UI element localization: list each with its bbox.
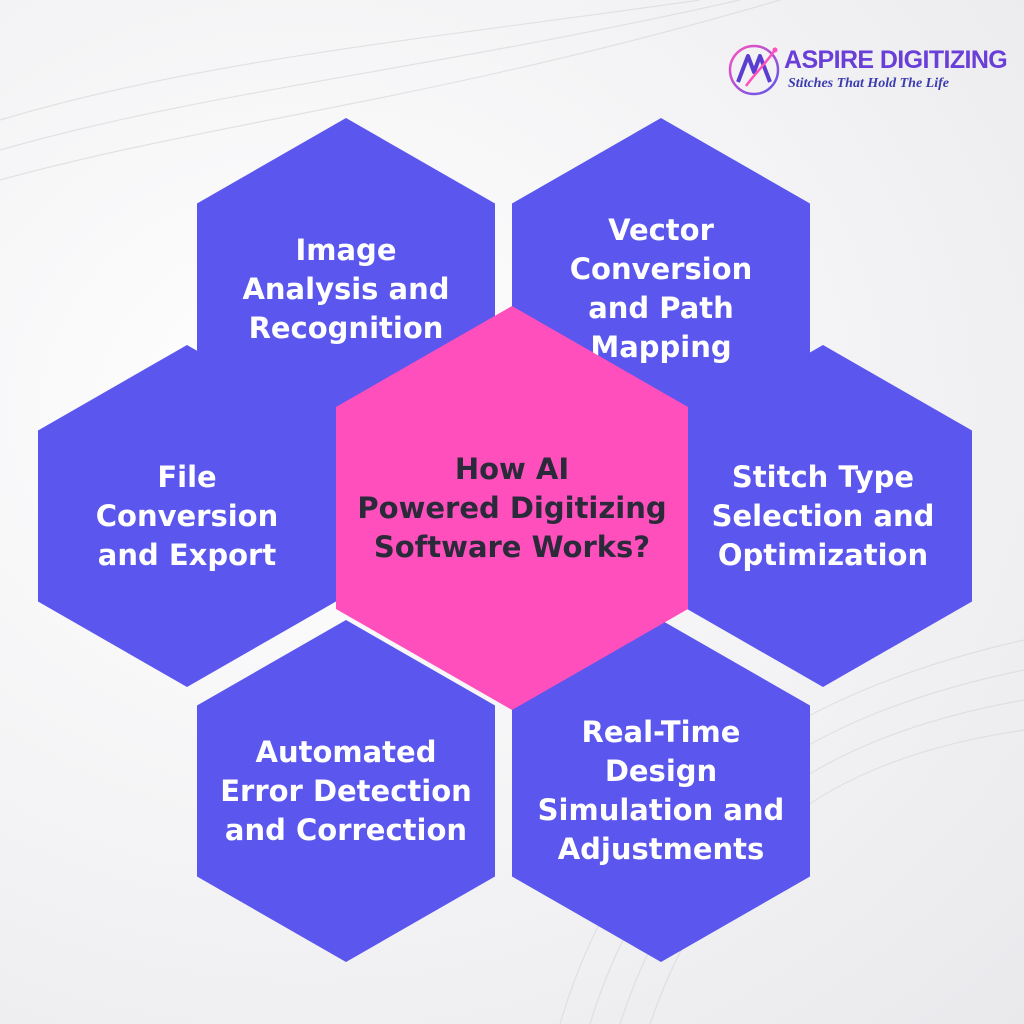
- step-label: Stitch Type Selection and Optimization: [711, 459, 935, 572]
- brand-logo: ASPIRE DIGITIZING Stitches That Hold The…: [726, 40, 1008, 100]
- step-hexagon-real-time-simulation: Real-Time Design Simulation and Adjustme…: [512, 620, 810, 962]
- needle-thread-logo-icon: [728, 44, 780, 96]
- brand-name: ASPIRE DIGITIZING: [784, 46, 1008, 74]
- step-label: Real-Time Design Simulation and Adjustme…: [537, 715, 785, 866]
- center-title: How AI Powered Digitizing Software Works…: [357, 451, 667, 564]
- step-label: File Conversion and Export: [95, 459, 279, 572]
- step-label: Image Analysis and Recognition: [242, 232, 450, 345]
- step-label: Vector Conversion and Path Mapping: [569, 213, 753, 364]
- step-hexagon-stitch-type: Stitch Type Selection and Optimization: [674, 345, 972, 687]
- step-label: Automated Error Detection and Correction: [220, 734, 472, 847]
- brand-tagline: Stitches That Hold The Life: [788, 76, 949, 91]
